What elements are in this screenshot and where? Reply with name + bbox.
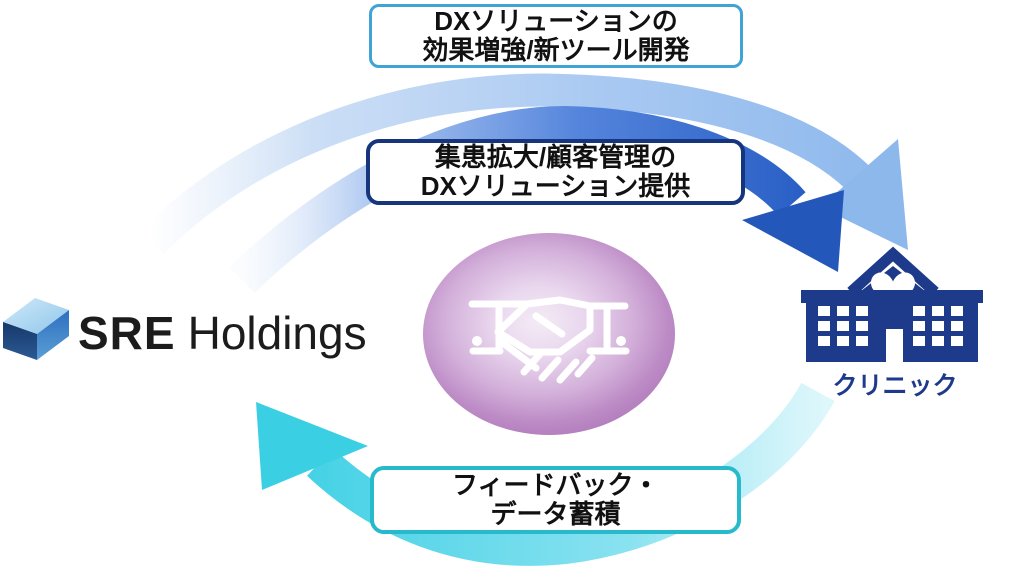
label-dx-enhancement-line1: DXソリューションの [434,6,678,36]
bottom-return-arrowhead [256,402,368,490]
cube-3d-logo-icon [3,298,69,360]
handshake-icon [468,296,630,384]
top-inner-arrowhead [742,190,844,272]
label-dx-solution-line2: DXソリューション提供 [420,171,691,201]
top-outer-arrowhead [820,139,908,250]
logo-text-holdings: Holdings [187,307,367,359]
clinic-door [886,329,903,362]
label-feedback-line1: フィードバック・ [452,470,659,500]
label-dx-solution-provision: 集患拡大/顧客管理の DXソリューション提供 [366,139,745,205]
label-feedback-line2: データ蓄積 [490,499,621,529]
clinic-windows [818,306,963,362]
partnership-oval [423,233,675,435]
label-dx-enhancement-line2: 効果増強/新ツール開発 [422,35,690,65]
top-outer-arc [140,73,870,254]
label-feedback-data: フィードバック・ データ蓄積 [370,466,741,534]
clinic-label: クリニック [832,372,958,400]
label-dx-enhancement: DXソリューションの 効果増強/新ツール開発 [369,4,743,68]
logo-text-sre: SRE [78,307,176,359]
clinic-building-icon [801,246,983,362]
label-dx-solution-line1: 集患拡大/顧客管理の [434,142,677,172]
